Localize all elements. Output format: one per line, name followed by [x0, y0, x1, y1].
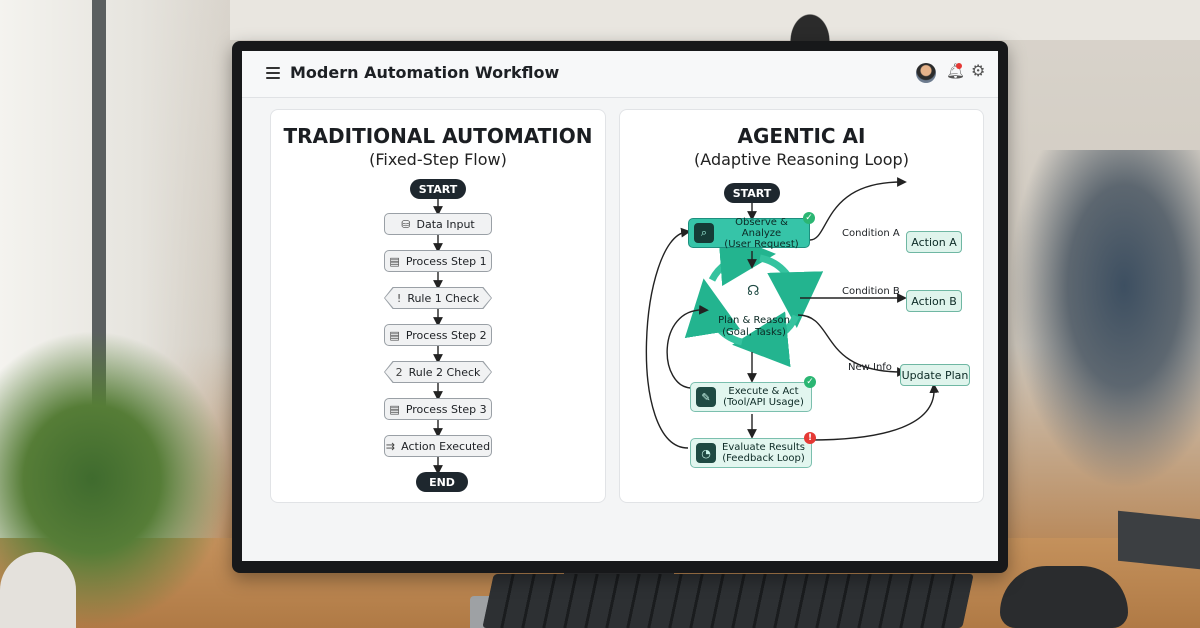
traditional-panel: TRADITIONAL AUTOMATION (Fixed-Step Flow)…: [270, 109, 606, 503]
document-icon: ▤: [389, 255, 399, 268]
traditional-end-node: END: [416, 472, 468, 492]
evaluate-line-2: (Feedback Loop): [716, 453, 811, 464]
evaluate-alert-badge: !: [804, 432, 816, 444]
agentic-panel: AGENTIC AI (Adaptive Reasoning Loop): [619, 109, 984, 503]
new-info-label: New Info: [848, 362, 892, 373]
plan-line-2: (Goal, Tasks): [712, 327, 796, 339]
execute-success-badge: ✓: [804, 376, 816, 388]
step-label: Process Step 3: [406, 403, 487, 416]
step-process-3: ▤ Process Step 3: [384, 398, 492, 420]
step-rule-2-check: 2 Rule 2 Check: [384, 361, 492, 383]
document-icon: ▤: [389, 403, 399, 416]
step-data-input: ⛁ Data Input: [384, 213, 492, 235]
plan-brain-icon: ☊: [747, 285, 759, 297]
condition-b-label: Condition B: [842, 286, 900, 297]
background-ceiling: [230, 0, 1200, 40]
plant-pot: [0, 552, 76, 628]
step-action-executed: ⇉ Action Executed: [384, 435, 492, 457]
step-label: Data Input: [416, 218, 474, 231]
app-screen: Modern Automation Workflow 🔔︎ ⚙ TRADITIO…: [242, 51, 998, 561]
step-label: Rule 1 Check: [407, 292, 479, 305]
step-rule-1-check: ! Rule 1 Check: [384, 287, 492, 309]
step-process-2: ▤ Process Step 2: [384, 324, 492, 346]
rule-badge: !: [397, 292, 401, 305]
action-b-node: Action B: [906, 290, 962, 312]
hamburger-menu-icon[interactable]: [266, 67, 280, 79]
step-label: Process Step 2: [406, 329, 487, 342]
observe-analyze-node: ⌕ Observe & Analyze (User Request): [688, 218, 810, 248]
arrows-icon: ⇉: [386, 440, 395, 453]
gauge-icon: ◔: [696, 443, 716, 463]
update-plan-node: Update Plan: [900, 364, 970, 386]
agentic-start-node: START: [724, 183, 780, 203]
step-label: Rule 2 Check: [409, 366, 481, 379]
action-a-node: Action A: [906, 231, 962, 253]
execute-act-node: ✎ Execute & Act (Tool/API Usage): [690, 382, 812, 412]
app-title: Modern Automation Workflow: [290, 63, 559, 82]
notification-dot: [956, 63, 962, 69]
document-icon: ▤: [389, 329, 399, 342]
user-avatar-icon[interactable]: [916, 63, 936, 83]
observe-success-badge: ✓: [803, 212, 815, 224]
step-label: Action Executed: [401, 440, 490, 453]
evaluate-line-1: Evaluate Results: [716, 442, 811, 453]
evaluate-results-node: ◔ Evaluate Results (Feedback Loop): [690, 438, 812, 468]
wrench-icon: ✎: [696, 387, 716, 407]
app-header: Modern Automation Workflow 🔔︎ ⚙: [242, 51, 998, 98]
background-office: [1010, 150, 1200, 490]
step-label: Process Step 1: [406, 255, 487, 268]
desk-tray: [1118, 511, 1200, 570]
execute-line-1: Execute & Act: [716, 386, 811, 397]
execute-line-2: (Tool/API Usage): [716, 397, 811, 408]
condition-a-label: Condition A: [842, 228, 900, 239]
observe-line-2: (User Request): [714, 239, 809, 250]
rule-badge: 2: [396, 366, 403, 379]
plan-reason-label: ☊ Plan & Reason (Goal, Tasks): [712, 315, 796, 339]
keyboard: [482, 574, 973, 628]
observe-line-1: Observe & Analyze: [714, 217, 809, 239]
background-lamp: [780, 0, 840, 46]
database-icon: ⛁: [401, 218, 410, 231]
magnifier-icon: ⌕: [694, 223, 714, 243]
step-process-1: ▤ Process Step 1: [384, 250, 492, 272]
mouse: [1000, 566, 1128, 628]
plan-line-1: Plan & Reason: [712, 315, 796, 327]
traditional-start-node: START: [410, 179, 466, 199]
monitor: Modern Automation Workflow 🔔︎ ⚙ TRADITIO…: [232, 41, 1008, 573]
gear-icon[interactable]: ⚙: [971, 61, 985, 80]
